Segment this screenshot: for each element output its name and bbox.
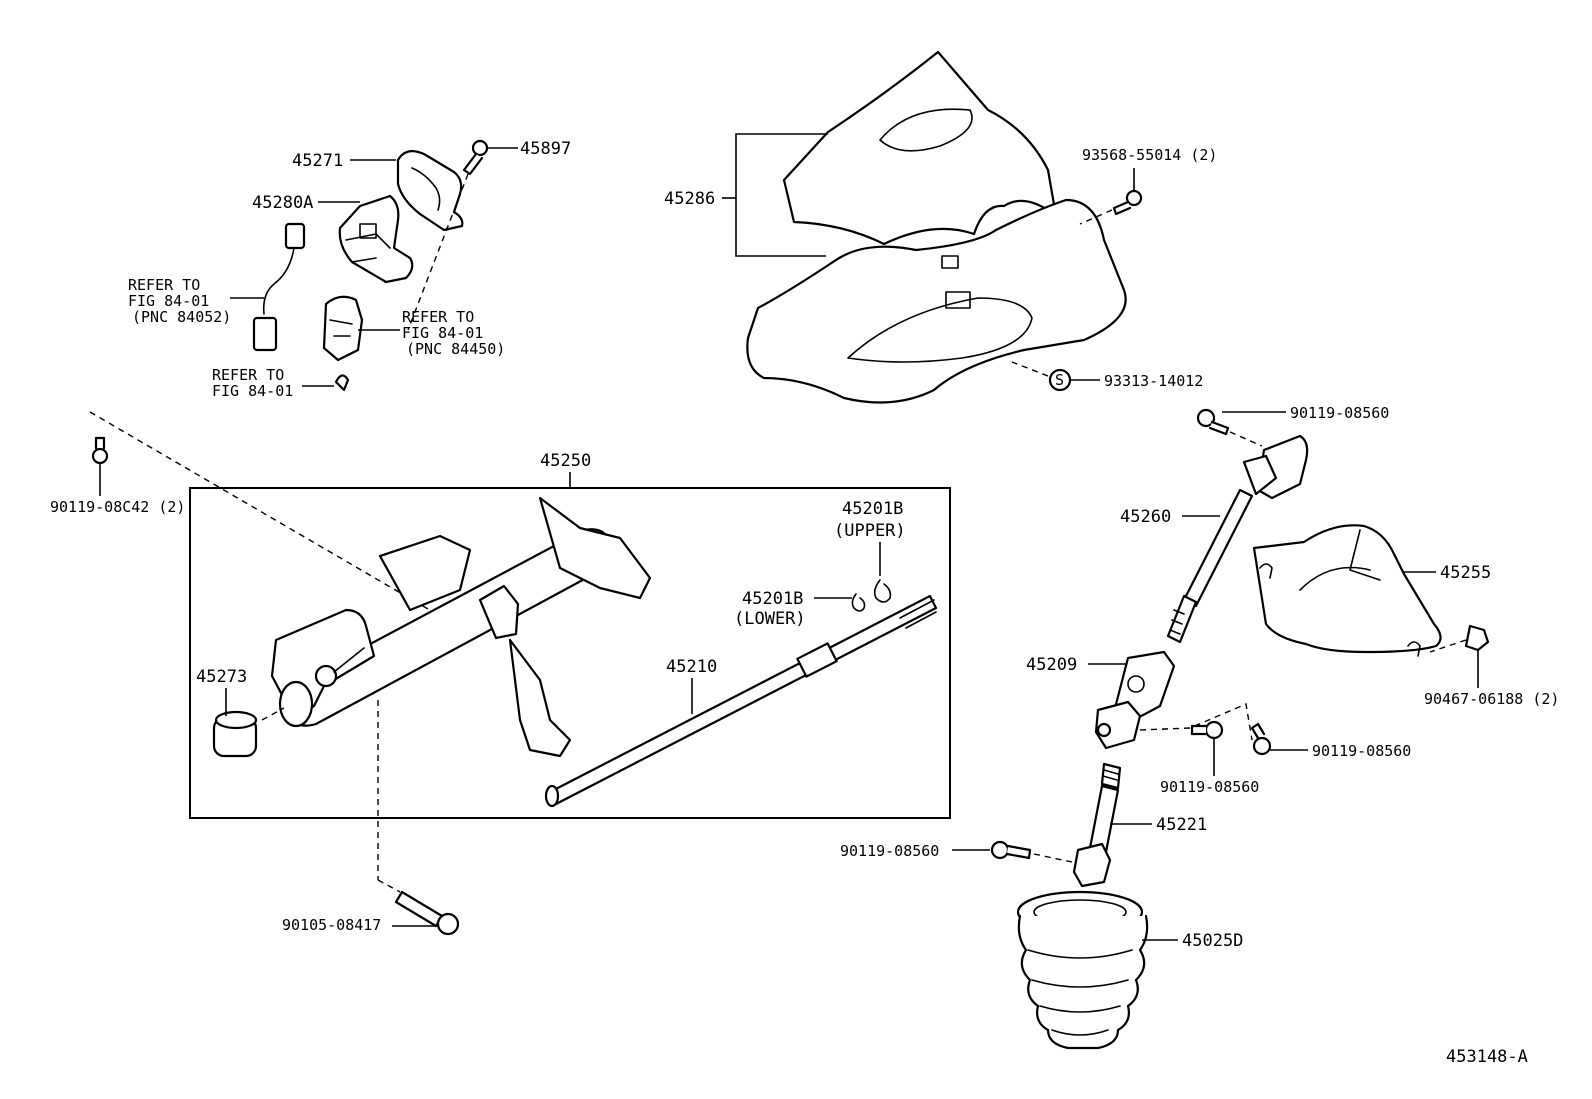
dash-93313 bbox=[1011, 361, 1049, 377]
screw-45897 bbox=[462, 139, 489, 176]
clip-93313: S bbox=[1048, 368, 1072, 392]
label-45255: 45255 bbox=[1440, 563, 1491, 583]
label-45025D: 45025D bbox=[1182, 931, 1243, 951]
snap-ring-upper bbox=[873, 579, 892, 603]
u-joint-45209 bbox=[1094, 650, 1176, 750]
label-45201B-lower: 45201B bbox=[742, 589, 803, 609]
boot-45025D bbox=[1016, 890, 1149, 1050]
bushing-45273 bbox=[212, 710, 258, 758]
clip-90467 bbox=[1464, 624, 1490, 652]
refer3-line1: REFER TO bbox=[212, 366, 284, 384]
sliding-shaft-45221 bbox=[1072, 762, 1122, 888]
bolt-90119-08C42 bbox=[91, 436, 109, 465]
bolt-90119-08560-b bbox=[1190, 720, 1224, 740]
refer1-line2: FIG 84-01 bbox=[128, 292, 209, 310]
lock-cylinder bbox=[322, 295, 364, 362]
cover-45255 bbox=[1252, 524, 1442, 657]
label-45209: 45209 bbox=[1026, 655, 1077, 675]
label-45280A: 45280A bbox=[252, 193, 313, 213]
label-45201B-upper: 45201B bbox=[842, 499, 903, 519]
dash-90119-08560-a bbox=[1229, 431, 1263, 447]
label-90467: 90467-06188 (2) bbox=[1424, 690, 1559, 708]
figure-id: 453148-A bbox=[1446, 1047, 1528, 1067]
label-45201B-upper-sub: (UPPER) bbox=[834, 521, 906, 541]
refer1-line3: (PNC 84052) bbox=[132, 308, 231, 326]
label-45897: 45897 bbox=[520, 139, 571, 159]
bolt-90119-08560-a bbox=[1196, 408, 1230, 436]
dash-45273 bbox=[261, 707, 285, 721]
dash-90119-08C42 bbox=[89, 411, 441, 617]
dash-90119-08560-d bbox=[1033, 853, 1073, 863]
bolt-90119-08560-d bbox=[990, 840, 1032, 860]
label-45210: 45210 bbox=[666, 657, 717, 677]
bracket-45271 bbox=[396, 149, 464, 232]
main-shaft-45210 bbox=[544, 594, 938, 808]
dash-45209 bbox=[1139, 703, 1253, 741]
label-45221: 45221 bbox=[1156, 815, 1207, 835]
label-45201B-lower-sub: (LOWER) bbox=[734, 609, 806, 629]
label-90119-08560-d: 90119-08560 bbox=[840, 842, 939, 860]
bracket-45286 bbox=[735, 133, 828, 257]
refer2-line3: (PNC 84450) bbox=[406, 340, 505, 358]
housing-45280A bbox=[338, 194, 414, 284]
bolt-90119-08560-c bbox=[1250, 722, 1272, 756]
label-45286: 45286 bbox=[664, 189, 715, 209]
label-45273: 45273 bbox=[196, 667, 247, 687]
refer2-line2: FIG 84-01 bbox=[402, 324, 483, 342]
label-45250: 45250 bbox=[540, 451, 591, 471]
dash-93568 bbox=[1079, 209, 1113, 225]
column-tube-45250 bbox=[270, 496, 652, 758]
label-93568: 93568-55014 (2) bbox=[1082, 146, 1217, 164]
s-symbol: S bbox=[1055, 371, 1064, 389]
refer3-line2: FIG 84-01 bbox=[212, 382, 293, 400]
label-90119-08560-c: 90119-08560 bbox=[1312, 742, 1411, 760]
label-45271: 45271 bbox=[292, 151, 343, 171]
key-pin bbox=[334, 374, 350, 392]
label-45260: 45260 bbox=[1120, 507, 1171, 527]
label-90119-08560-b: 90119-08560 bbox=[1160, 778, 1259, 796]
label-93313: 93313-14012 bbox=[1104, 372, 1203, 390]
column-cover-45286 bbox=[746, 50, 1127, 404]
switch-connector bbox=[252, 222, 306, 352]
refer2-line1: REFER TO bbox=[402, 308, 474, 326]
snap-ring-lower bbox=[851, 593, 866, 612]
bolt-90105-08417 bbox=[394, 890, 460, 936]
label-90119-08C42: 90119-08C42 (2) bbox=[50, 498, 185, 516]
screw-93568 bbox=[1112, 189, 1143, 216]
refer1-line1: REFER TO bbox=[128, 276, 200, 294]
dash-45897 bbox=[407, 173, 469, 331]
label-90105-08417: 90105-08417 bbox=[282, 916, 381, 934]
dash-90105-b bbox=[377, 879, 401, 893]
intermediate-shaft-45260 bbox=[1166, 434, 1309, 644]
label-90119-08560-a: 90119-08560 bbox=[1290, 404, 1389, 422]
